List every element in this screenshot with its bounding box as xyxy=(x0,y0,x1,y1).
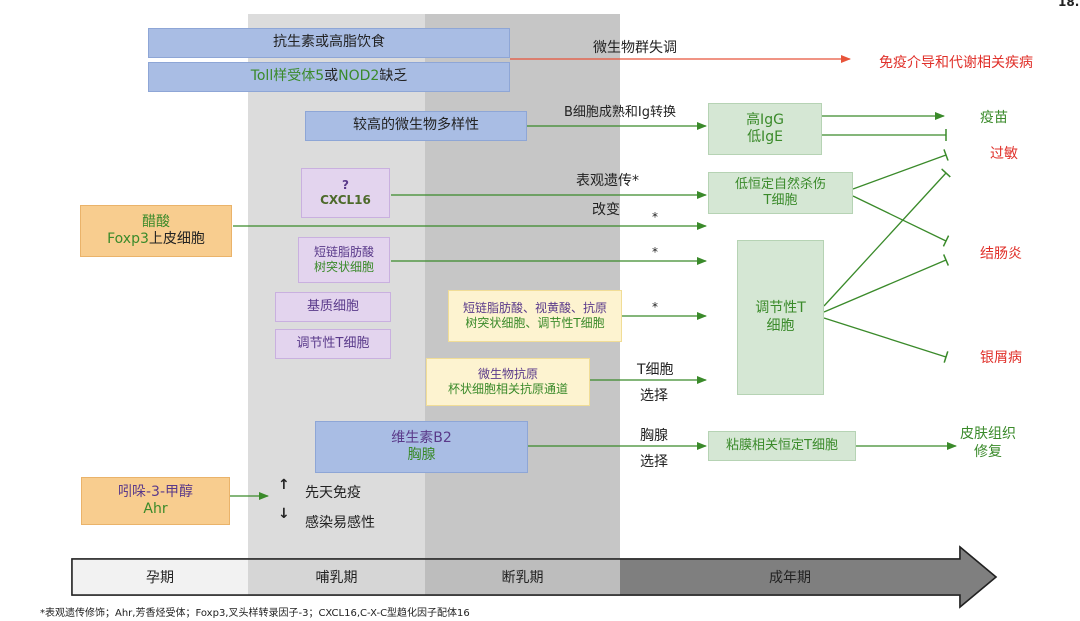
innate-up-arrow: ↑ xyxy=(278,477,290,493)
thymus-selection-label-2: 选择 xyxy=(640,454,668,470)
mait-label: 粘膜相关恒定T细胞 xyxy=(726,437,838,453)
diversity-box: 较高的微生物多样性 xyxy=(305,111,527,141)
indole-label-2: Ahr xyxy=(143,501,168,517)
timeline-pregnancy-segment xyxy=(72,559,248,595)
scfa-star: * xyxy=(652,245,658,259)
skin-repair-label-2: 修复 xyxy=(974,444,1002,460)
timeline-adult-segment xyxy=(620,547,996,607)
bcell-label: B细胞成熟和Ig转换 xyxy=(564,105,677,120)
psoriasis-label: 银屑病 xyxy=(980,350,1022,366)
vitb2-label-1: 维生素B2 xyxy=(391,429,452,446)
timeline-pregnancy-label: 孕期 xyxy=(146,570,174,586)
igg-box: 高IgG 低IgE xyxy=(708,103,822,155)
foxp3-label: Foxp3 xyxy=(107,231,149,247)
microbial-antigen-label-2: 杯状细胞相关抗原通道 xyxy=(447,382,568,396)
scfa-label-1: 短链脂肪酸 xyxy=(313,245,374,259)
skin-repair-label-1: 皮肤组织 xyxy=(960,426,1016,442)
vaccine-label: 疫苗 xyxy=(980,110,1008,126)
toll-label-part1: Toll样受体5 xyxy=(250,68,325,85)
cxcl16-box: ? CXCL16 xyxy=(301,168,390,218)
treg-label-2: 细胞 xyxy=(766,317,795,334)
cxcl16-label: CXCL16 xyxy=(320,193,371,207)
epigenetic-label-2: 改变 xyxy=(592,202,620,218)
diversity-label: 较高的微生物多样性 xyxy=(353,117,479,134)
toll-label-part2: NOD2 xyxy=(338,68,380,85)
vitb2-label-2: 胸腺 xyxy=(407,447,436,463)
stromal-label: 基质细胞 xyxy=(306,298,359,314)
infection-down-arrow: ↓ xyxy=(278,506,290,522)
tselection-label-1: T细胞 xyxy=(637,362,674,378)
antibiotics-box: 抗生素或高脂饮食 xyxy=(148,28,510,58)
block-treg-psoriasis xyxy=(823,317,949,363)
timeline-lactation-segment xyxy=(248,559,425,595)
block-treg-allergy xyxy=(823,168,951,307)
infection-susceptibility-label: 感染易感性 xyxy=(305,515,375,531)
foxp3-suffix: 上皮细胞 xyxy=(148,231,205,247)
scfa-ra-label-2: 树突状细胞、调节性T细胞 xyxy=(465,316,605,330)
indole-label-1: 吲哚-3-甲醇 xyxy=(117,483,193,500)
timeline-weaning-label: 断乳期 xyxy=(501,570,544,586)
igg-label-1: 高IgG xyxy=(746,111,784,128)
treg-small-label: 调节性T细胞 xyxy=(296,335,370,351)
microbial-antigen-label-1: 微生物抗原 xyxy=(477,367,538,381)
tselection-label-2: 选择 xyxy=(640,388,668,404)
scfa-label-2: 树突状细胞 xyxy=(313,260,374,274)
immune-metabolic-disease-label: 免疫介导和代谢相关疾病 xyxy=(879,55,1033,71)
block-nkt-colitis xyxy=(852,195,950,247)
scfa-ra-label-1: 短链脂肪酸、视黄酸、抗原 xyxy=(462,301,607,315)
footnote: *表观遗传修饰；Ahr,芳香烃受体；Foxp3,叉头样转录因子-3；CXCL16… xyxy=(40,608,470,619)
epigenetic-label-1: 表观遗传* xyxy=(576,173,639,189)
timeline-arrow-border xyxy=(71,545,998,609)
toll-label-part3: 缺乏 xyxy=(379,68,408,85)
scfa-ra-box: 短链脂肪酸、视黄酸、抗原 树突状细胞、调节性T细胞 xyxy=(448,290,622,342)
scfa-ra-star: * xyxy=(652,300,658,314)
thymus-selection-label-1: 胸腺 xyxy=(640,428,668,444)
innate-immunity-label: 先天免疫 xyxy=(305,485,361,501)
indole-box: 吲哚-3-甲醇 Ahr xyxy=(81,477,230,525)
vitb2-box: 维生素B2 胸腺 xyxy=(315,421,528,473)
dysbiosis-label: 微生物群失调 xyxy=(593,40,677,56)
mait-box: 粘膜相关恒定T细胞 xyxy=(708,431,856,461)
colitis-label: 结肠炎 xyxy=(980,246,1022,262)
toll-label-or: 或 xyxy=(324,68,339,85)
acetate-star: * xyxy=(652,210,658,224)
igg-label-2: 低IgE xyxy=(747,129,783,145)
nkt-label-1: 低恒定自然杀伤 xyxy=(734,176,826,192)
timeline-weaning-segment xyxy=(425,559,620,595)
timeline-lactation-label: 哺乳期 xyxy=(315,570,358,586)
nkt-box: 低恒定自然杀伤 T细胞 xyxy=(708,172,853,214)
page-number: 18. xyxy=(1058,0,1080,9)
acetate-label: 醋酸 xyxy=(142,213,170,230)
treg-box: 调节性T 细胞 xyxy=(737,240,824,395)
cxcl16-question: ? xyxy=(342,178,349,192)
scfa-box: 短链脂肪酸 树突状细胞 xyxy=(298,237,390,283)
microbial-antigen-box: 微生物抗原 杯状细胞相关抗原通道 xyxy=(426,358,590,406)
block-treg-colitis xyxy=(823,254,950,313)
allergy-label: 过敏 xyxy=(990,146,1018,162)
treg-label-1: 调节性T xyxy=(755,300,806,316)
antibiotics-label: 抗生素或高脂饮食 xyxy=(273,34,385,51)
treg-small-box: 调节性T细胞 xyxy=(275,329,391,359)
stromal-box: 基质细胞 xyxy=(275,292,391,322)
timeline-adult-label: 成年期 xyxy=(769,570,811,586)
acetate-box: 醋酸 Foxp3上皮细胞 xyxy=(80,205,232,257)
block-nkt-allergy xyxy=(852,149,949,190)
nkt-label-2: T细胞 xyxy=(763,193,798,208)
